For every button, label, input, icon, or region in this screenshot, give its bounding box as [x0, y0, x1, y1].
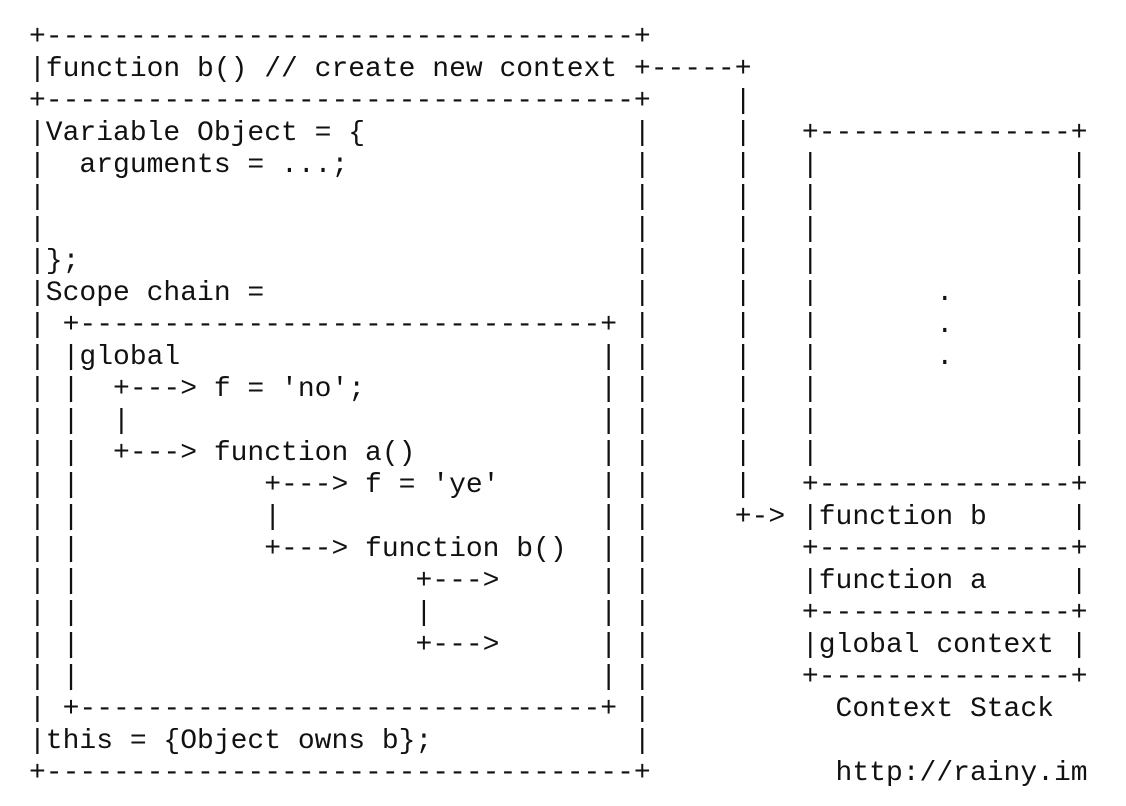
- diagram-line-variable-object: |Variable Object = { | | +--------------…: [29, 118, 1088, 149]
- diagram-line-scope-chain: |Scope chain = | | | . |: [29, 278, 1088, 309]
- diagram-line: | | +---> function b() | | +------------…: [29, 534, 1088, 565]
- diagram-line-this: |this = {Object owns b}; |: [29, 726, 651, 757]
- diagram-line-context-stack-label: | +-------------------------------+ | Co…: [29, 694, 1054, 725]
- diagram-line-arguments: | arguments = ...; | | | |: [29, 150, 1088, 181]
- diagram-line-footer-url: +-----------------------------------+ ht…: [29, 758, 1088, 789]
- diagram-line: | | | | |: [29, 214, 1088, 245]
- diagram-line: | | | | +---------------+: [29, 662, 1088, 693]
- diagram-line: |}; | | | |: [29, 246, 1088, 277]
- diagram-line: +-----------------------------------+ |: [29, 86, 752, 117]
- diagram-line-stack-function-b: | | | | | +-> |function b |: [29, 502, 1088, 533]
- diagram-line-stack-global: | | +---> | | |global context |: [29, 630, 1088, 661]
- diagram-line: | | | | |: [29, 182, 1088, 213]
- diagram-line: | | | | | +---------------+: [29, 598, 1088, 629]
- diagram-line: | | | | | | | |: [29, 406, 1088, 437]
- diagram-line-box-top: +-----------------------------------+: [29, 22, 651, 53]
- diagram-line: | +-------------------------------+ | | …: [29, 310, 1088, 341]
- diagram-line-global: | |global | | | | . |: [29, 342, 1088, 373]
- diagram-line: | | +---> f = 'ye' | | | +--------------…: [29, 470, 1088, 501]
- diagram-line: | | +---> f = 'no'; | | | | |: [29, 374, 1088, 405]
- diagram-line-stack-function-a: | | +---> | | |function a |: [29, 566, 1088, 597]
- diagram-line: | | +---> function a() | | | | |: [29, 438, 1088, 469]
- diagram-line-function-b-header: |function b() // create new context +---…: [29, 54, 752, 85]
